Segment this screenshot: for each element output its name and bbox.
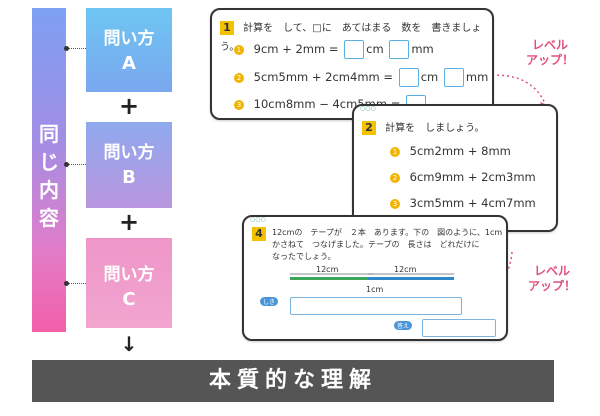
level-up-line2: アップ！ — [527, 279, 576, 293]
item-bullet: 3 — [390, 198, 400, 209]
list-item: 1 9cm + 2mm = cm mm — [234, 40, 434, 59]
worksheet-card-2: ○○○ 2 計算を しましょう。 1 5cm2mm + 8mm 2 6cm9mm… — [352, 104, 558, 232]
item-bullet: 2 — [234, 72, 244, 83]
level-up-line1: レベル — [531, 38, 568, 52]
expression-tag: しき — [260, 297, 279, 306]
question-way-b: 問い方 B — [86, 122, 172, 208]
problem-text-line: なったでしょう。 — [272, 252, 336, 261]
answer-tag: 答え — [394, 321, 413, 330]
question-way-c: 問い方 C — [86, 238, 172, 328]
label-char: 内 — [39, 178, 59, 202]
question-badge: ○○○ — [250, 216, 266, 223]
arrow-down-icon: ↓ — [120, 332, 138, 356]
unit-cm: cm — [420, 70, 439, 84]
way-letter: A — [122, 53, 136, 74]
answer-box[interactable] — [398, 68, 419, 87]
same-content-bar: 同 じ 内 容 — [32, 8, 66, 332]
question-number: 4 — [252, 227, 266, 241]
plus-sign: + — [118, 92, 140, 120]
dotted-arrow-1 — [481, 74, 547, 107]
connector-a — [64, 46, 86, 51]
final-answer-box[interactable] — [422, 319, 496, 337]
level-up-label: レベル アップ！ — [522, 264, 582, 294]
question-header: 1 計算を して、□に あてはまる 数を 書きましょう。 — [220, 16, 492, 54]
way-letter: B — [122, 167, 136, 188]
way-title: 問い方 — [103, 265, 155, 285]
plus-sign: + — [118, 208, 140, 236]
question-number: 2 — [362, 121, 376, 135]
connector-b — [64, 162, 86, 167]
label-char: 容 — [39, 206, 59, 230]
unit-cm: cm — [366, 42, 384, 56]
list-item: 1 5cm2mm + 8mm — [390, 144, 511, 158]
overlap-length: 1cm — [366, 285, 384, 294]
unit-mm: mm — [465, 70, 489, 84]
way-title: 問い方 — [103, 29, 155, 49]
question-way-a: 問い方 A — [86, 8, 172, 92]
list-item: 3 3cm5mm + 4cm7mm — [390, 196, 536, 210]
essential-understanding-banner: 本質的な理解 — [32, 360, 554, 402]
item-bullet: 1 — [390, 146, 400, 157]
item-expression: 9cm + 2mm = — [253, 42, 339, 56]
item-bullet: 3 — [234, 99, 244, 110]
level-up-line1: レベル — [533, 264, 570, 278]
tape-length-left: 12cm — [316, 265, 339, 274]
tape-blue — [368, 277, 454, 280]
question-instruction: 計算を して、□に あてはまる 数を 書きましょう。 — [220, 23, 482, 53]
question-instruction: 計算を しましょう。 — [385, 123, 485, 134]
item-bullet: 2 — [390, 172, 400, 183]
way-title: 問い方 — [103, 143, 155, 163]
label-char: 同 — [39, 122, 59, 146]
answer-box[interactable] — [389, 40, 410, 59]
worksheet-card-3: ○○○ 4 12cmの テープが ２本 あります。下の 図のように、1cm かさ… — [242, 215, 508, 341]
list-item: 2 5cm5mm + 2cm4mm = cm mm — [234, 68, 488, 87]
tape-diagram — [290, 273, 454, 280]
question-header: 2 計算を しましょう。 — [362, 116, 485, 135]
tape-length-right: 12cm — [394, 265, 417, 274]
answer-box[interactable] — [344, 40, 365, 59]
item-expression: 5cm2mm + 8mm — [409, 144, 511, 158]
same-content-label: 同 じ 内 容 — [32, 120, 66, 232]
problem-text-line: 12cmの テープが ２本 あります。下の 図のように、1cm — [272, 228, 503, 237]
level-up-label: レベル アップ！ — [520, 38, 580, 68]
problem-text-line: かさねて つなげました。テープの 長さは どれだけに — [272, 240, 480, 249]
question-number: 1 — [220, 21, 234, 35]
item-bullet: 1 — [234, 44, 244, 55]
item-expression: 6cm9mm + 2cm3mm — [409, 170, 536, 184]
unit-mm: mm — [411, 42, 434, 56]
answer-box[interactable] — [443, 68, 464, 87]
level-up-line2: アップ！ — [525, 53, 574, 67]
tape-green — [290, 277, 376, 280]
label-char: じ — [39, 150, 59, 174]
item-expression: 3cm5mm + 4cm7mm — [409, 196, 536, 210]
way-letter: C — [122, 289, 136, 310]
worksheet-card-1: 1 計算を して、□に あてはまる 数を 書きましょう。 1 9cm + 2mm… — [210, 8, 494, 120]
item-expression: 5cm5mm + 2cm4mm = — [253, 70, 394, 84]
connector-c — [64, 281, 86, 286]
list-item: 2 6cm9mm + 2cm3mm — [390, 170, 536, 184]
question-badge: ○○○ — [360, 105, 376, 112]
expression-answer-box[interactable] — [290, 297, 462, 315]
